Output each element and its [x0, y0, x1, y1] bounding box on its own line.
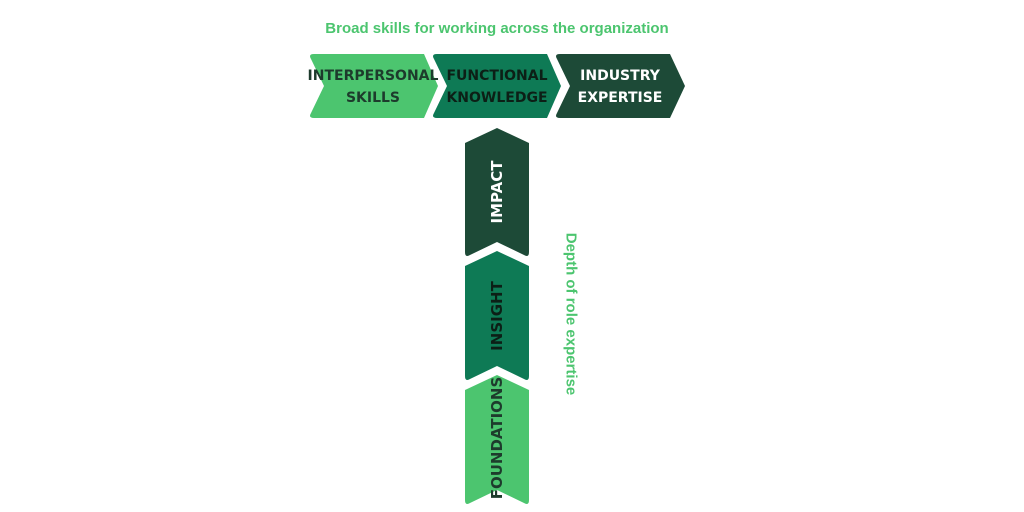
chevron-functional-knowledge: FUNCTIONAL KNOWLEDGE [433, 54, 561, 118]
chevron-impact: IMPACT [465, 128, 529, 256]
industry-line1: INDUSTRY [580, 68, 661, 84]
foundations-label: FOUNDATIONS [488, 377, 506, 500]
chevron-industry-shape [556, 54, 685, 118]
breadth-caption: Broad skills for working across the orga… [325, 20, 668, 37]
depth-caption: Depth of role expertise [563, 233, 580, 396]
depth-column: IMPACT INSIGHT FOUNDATIONS [465, 128, 529, 504]
chevron-interpersonal-shape [310, 54, 438, 118]
functional-line2: KNOWLEDGE [446, 90, 547, 106]
chevron-insight-shape [465, 251, 529, 380]
breadth-row: INTERPERSONAL SKILLS FUNCTIONAL KNOWLEDG… [308, 54, 685, 118]
insight-label: INSIGHT [488, 280, 506, 350]
functional-line1: FUNCTIONAL [446, 68, 547, 84]
chevron-impact-shape [465, 128, 529, 256]
chevron-foundations: FOUNDATIONS [465, 375, 529, 504]
interpersonal-line2: SKILLS [346, 90, 400, 106]
chevron-insight: INSIGHT [465, 251, 529, 380]
chevron-functional-shape [433, 54, 561, 118]
interpersonal-line1: INTERPERSONAL [308, 68, 439, 84]
impact-label: IMPACT [488, 160, 506, 224]
chevron-foundations-shape [465, 375, 529, 504]
chevron-interpersonal-skills: INTERPERSONAL SKILLS [308, 54, 439, 118]
chevron-industry-expertise: INDUSTRY EXPERTISE [556, 54, 685, 118]
industry-line2: EXPERTISE [578, 90, 663, 106]
